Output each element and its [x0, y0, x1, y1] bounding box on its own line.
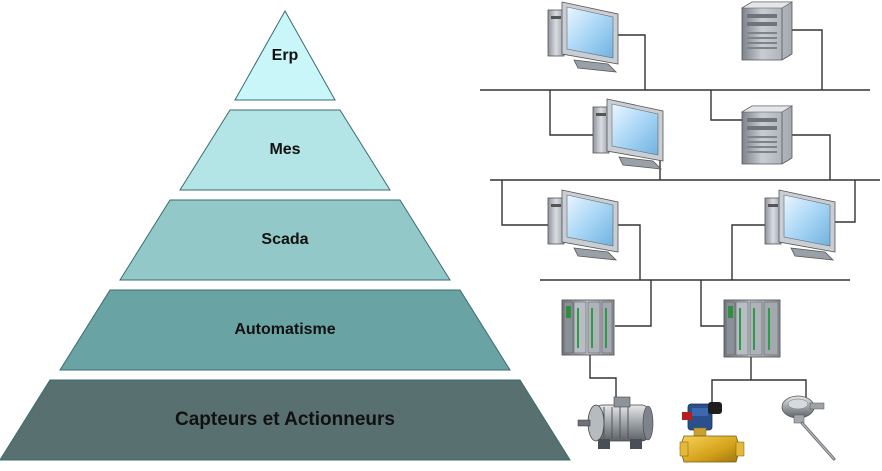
- network-link: [615, 224, 641, 280]
- pyramid-level-capteurs-actionneurs-shape: [0, 379, 571, 461]
- solenoid-valve-icon: [679, 402, 745, 463]
- plc-icon: [561, 299, 615, 356]
- pyramid-level-automatisme-label: Automatisme: [234, 321, 335, 338]
- network-link: [615, 280, 652, 327]
- network-link: [790, 29, 823, 90]
- motor-icon: [577, 396, 654, 449]
- pyramid-level-capteurs-actionneurs-label: Capteurs et Actionneurs: [175, 409, 395, 430]
- network-link: [617, 34, 646, 90]
- network-link: [549, 90, 595, 136]
- network-link: [710, 90, 745, 121]
- pyramid-level-erp-label: Erp: [272, 47, 299, 64]
- pyramid-level-erp-shape: [234, 9, 336, 101]
- workstation-icon: [547, 1, 619, 73]
- pyramid-level-automatisme: Automatisme: [59, 289, 511, 371]
- plc-icon: [723, 299, 781, 358]
- network-link: [731, 224, 768, 280]
- network-link: [711, 379, 807, 402]
- network-link: [835, 180, 856, 223]
- workstation-icon: [547, 189, 619, 261]
- network-link: [700, 280, 725, 327]
- network-lines: [480, 29, 880, 403]
- network-link: [589, 355, 617, 403]
- temperature-probe-icon: [781, 395, 836, 461]
- workstation-icon: [592, 98, 664, 170]
- pyramid-level-capteurs-actionneurs: Capteurs et Actionneurs: [0, 379, 571, 461]
- pyramid-level-scada: Scada: [119, 199, 451, 281]
- pyramid-level-scada-label: Scada: [261, 231, 308, 248]
- pyramid-level-mes-shape: [179, 109, 391, 191]
- network-link: [501, 180, 552, 226]
- pyramid-level-scada-shape: [119, 199, 451, 281]
- network-link: [790, 134, 831, 180]
- pyramid-level-mes: Mes: [179, 109, 391, 191]
- pyramid-level-automatisme-shape: [59, 289, 511, 371]
- pyramid: Erp Mes Scada Automatisme Capteurs et Ac…: [0, 9, 571, 461]
- server-icon: [740, 1, 794, 61]
- pyramid-level-erp: Erp: [234, 9, 336, 101]
- workstation-icon: [764, 189, 836, 261]
- server-icon: [740, 105, 794, 165]
- pyramid-level-mes-label: Mes: [269, 141, 300, 158]
